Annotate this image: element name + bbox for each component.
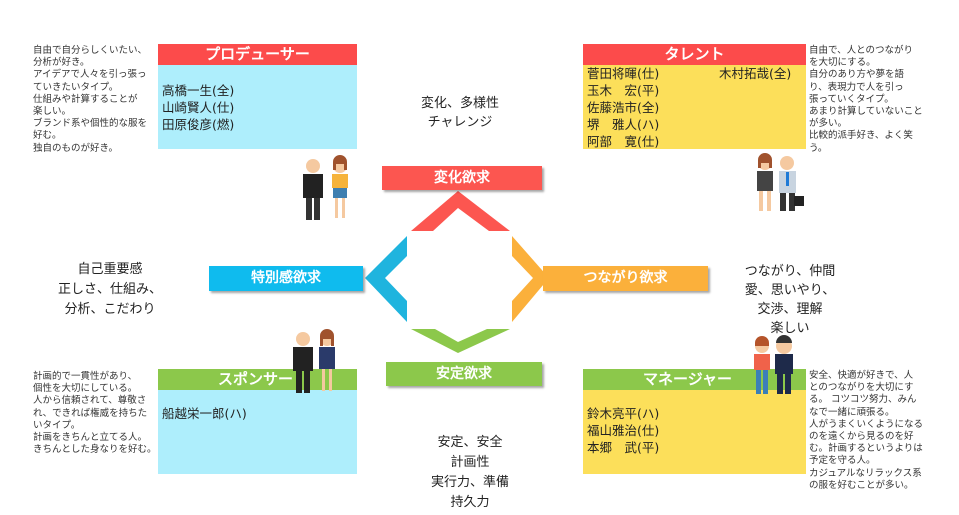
- description-line: 自由で自分らしくいたい、: [33, 45, 148, 56]
- connection-chevron: [512, 236, 549, 322]
- producer-description: 自由で自分らしくいたい、分析が好き。アイデアで人々を引っ張っていきたいタイプ。仕…: [33, 45, 147, 155]
- description-line: を大切にする。: [809, 57, 876, 69]
- description-line: あまり計算していないこと: [809, 106, 923, 118]
- description-line: 安全、快適が好きで、人: [809, 370, 914, 381]
- member-name: 阿部 寛(仕): [587, 134, 660, 149]
- member-name: 山崎賢人(仕): [162, 100, 235, 115]
- member-name: 高橋一生(全): [162, 83, 235, 98]
- member-name: 佐藤浩市(全): [587, 100, 660, 115]
- description-line: きちんとした身なりを好む。: [33, 444, 157, 456]
- description-line: 楽しい。: [33, 106, 72, 118]
- description-line: 好む。: [33, 130, 62, 142]
- description-line: 予定を守る人。: [809, 455, 876, 467]
- description-line: ていきたいタイプ。: [33, 81, 119, 93]
- sponsor-names: 船越栄一郎(ハ): [158, 390, 357, 474]
- description-line: 独自のものが好き。: [33, 142, 119, 154]
- connection-keywords: つながり、仲間 愛、思いやり、 交渉、理解 楽しい: [744, 264, 836, 336]
- manager-box: マネージャー 鈴木亮平(ハ) 福山雅治(仕) 本郷 武(平): [583, 369, 806, 474]
- description-line: が多い。: [809, 118, 848, 130]
- description-line: 比較的派手好き、よく笑: [809, 130, 913, 142]
- member-name: 本郷 武(平): [587, 440, 660, 455]
- sponsor-box: スポンサー 船越栄一郎(ハ): [158, 369, 357, 474]
- sponsor-title: スポンサー: [158, 369, 357, 390]
- producer-names: 高橋一生(全) 山崎賢人(仕) 田原俊彦(燃): [158, 65, 357, 149]
- special-keywords: 自己重要感 正しさ、仕組み、 分析、こだわり: [57, 262, 162, 317]
- member-name: 菅田将暉(仕): [587, 66, 660, 81]
- special-chevron: [365, 236, 407, 322]
- member-name: 田原俊彦(燃): [162, 117, 235, 132]
- special-need-label: 特別感欲求: [209, 266, 363, 291]
- manager-names: 鈴木亮平(ハ) 福山雅治(仕) 本郷 武(平): [583, 390, 806, 474]
- change-need-label: 変化欲求: [382, 166, 542, 190]
- talent-description: 自由で、人とのつながりを大切にする。自分のあり方や夢を語り、表現力で人を引っ張っ…: [809, 45, 923, 155]
- description-line: いタイプ。: [33, 419, 81, 431]
- member-name: 福山雅治(仕): [587, 423, 660, 438]
- change-chevron: [411, 191, 510, 231]
- sponsor-description: 計画的で一貫性があり、個性を大切にしている。人から信頼されて、尊敬され、できれば…: [33, 371, 157, 456]
- description-line: り、表現力で人を引っ: [809, 81, 904, 93]
- description-line: 自由で、人とのつながり: [809, 45, 914, 56]
- description-line: う。: [809, 142, 828, 154]
- description-line: 人がうまくいくようになる: [809, 418, 924, 430]
- description-line: ブランド系や個性的な服を: [33, 118, 148, 130]
- producer-box: プロデューサー 高橋一生(全) 山崎賢人(仕) 田原俊彦(燃): [158, 44, 357, 149]
- manager-title: マネージャー: [583, 369, 806, 390]
- description-line: 張っていくタイプ。: [809, 93, 894, 105]
- description-line: れ、できれば権威を持ちた: [33, 407, 148, 419]
- connection-need-label: つながり欲求: [543, 266, 708, 291]
- description-line: む。計画するというよりは: [809, 443, 923, 455]
- talent-names: 菅田将暉(仕) 玉木 宏(平) 佐藤浩市(全) 堺 雅人(ハ) 阿部 寛(仕) 木村拓哉…: [583, 65, 806, 149]
- stability-chevron: [411, 329, 510, 353]
- manager-description: 安全、快適が好きで、人とのつながりを大切にする。 コツコツ努力、みんなで一緒に頑…: [809, 370, 923, 492]
- description-line: の服を好むことが多い。: [809, 479, 914, 491]
- description-line: とのつながりを大切にす: [809, 382, 914, 394]
- stability-need-label: 安定欲求: [386, 362, 542, 386]
- description-line: 分析が好き。: [33, 57, 90, 69]
- member-name: 玉木 宏(平): [587, 83, 660, 98]
- member-name: 鈴木亮平(ハ): [587, 406, 660, 421]
- member-name: 船越栄一郎(ハ): [162, 406, 247, 421]
- description-line: 計画的で一貫性があり、: [33, 371, 138, 382]
- talent-title: タレント: [583, 44, 806, 65]
- description-line: 個性を大切にしている。: [33, 383, 138, 395]
- description-line: アイデアで人々を引っ張っ: [33, 69, 147, 81]
- description-line: 計画をきちんと立てる人。: [33, 432, 148, 444]
- member-name: 木村拓哉(全): [719, 66, 792, 81]
- description-line: カジュアルなリラックス系: [809, 467, 922, 479]
- description-line: なで一緒に頑張る。: [809, 406, 895, 418]
- description-line: 仕組みや計算することが: [33, 93, 138, 105]
- member-name: 堺 雅人(ハ): [587, 117, 660, 132]
- stability-keywords: 安定、安全 計画性 実行力、準備 持久力: [430, 435, 509, 510]
- description-line: 人から信頼されて、尊敬さ: [33, 395, 147, 407]
- description-line: 自分のあり方や夢を語: [809, 69, 905, 81]
- producer-title: プロデューサー: [158, 44, 357, 65]
- talent-box: タレント 菅田将暉(仕) 玉木 宏(平) 佐藤浩市(全) 堺 雅人(ハ) 阿部 寛(仕)…: [583, 44, 806, 149]
- description-line: る。 コツコツ努力、みん: [809, 394, 917, 406]
- change-keywords: 変化、多様性 チャレンジ: [420, 96, 499, 130]
- description-line: のを遠くから見るのを好: [809, 431, 914, 443]
